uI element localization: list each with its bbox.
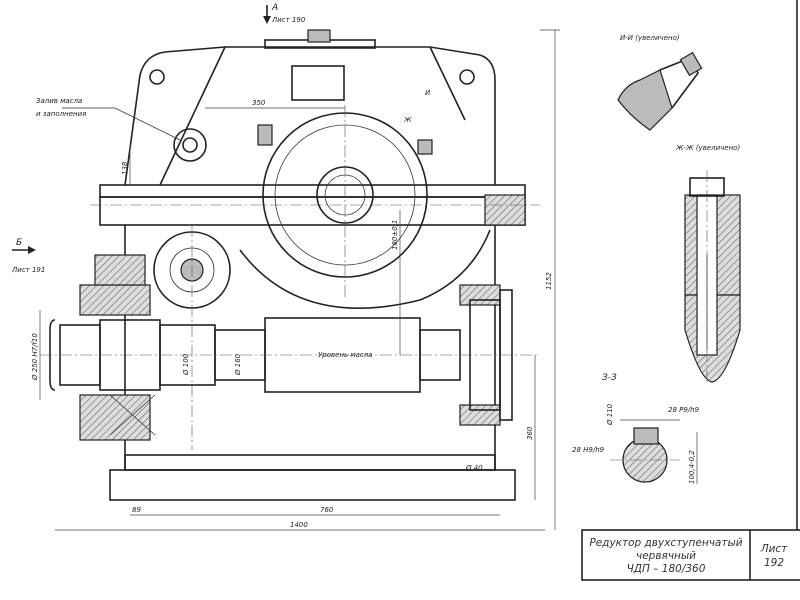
title-name-3: ЧДП – 180/360 bbox=[627, 563, 706, 575]
dim-250: Ø 250 H7/f10 bbox=[31, 333, 39, 381]
oil-fill-label-2: и заполнения bbox=[36, 110, 86, 118]
title-name-2: червячный bbox=[636, 550, 696, 562]
housing-lower bbox=[79, 225, 516, 501]
sheet-label: Лист bbox=[760, 543, 788, 555]
dim-key-depth: Ø 110 bbox=[606, 403, 614, 426]
sheet-number: 192 bbox=[764, 557, 784, 569]
housing-upper bbox=[124, 29, 496, 186]
dim-100: Ø 100 bbox=[182, 353, 190, 376]
view-b-sheet: Лист 191 bbox=[11, 266, 45, 274]
worm-wheel bbox=[239, 105, 491, 309]
dim-1152: 1152 bbox=[545, 272, 553, 290]
dim-360: 360 bbox=[526, 426, 534, 440]
dimension-lines bbox=[39, 29, 560, 531]
view-b-label: Б bbox=[16, 238, 22, 248]
detail-section-zh bbox=[684, 170, 741, 385]
dim-shaft-depth: 100,4-0,2 bbox=[688, 450, 696, 484]
dim-key-fit: 28 H9/h9 bbox=[572, 446, 605, 454]
small-gear bbox=[153, 225, 231, 450]
oil-fill-label-1: Залив масла bbox=[36, 97, 82, 105]
section-i-title: И-И (увеличено) bbox=[620, 34, 680, 42]
title-name-1: Редуктор двухступенчатый bbox=[589, 537, 742, 549]
dim-138: 138 bbox=[121, 161, 129, 175]
oil-level-label: Уровень масла bbox=[318, 351, 373, 359]
housing-flange bbox=[90, 184, 540, 226]
dim-40: Ø 40 bbox=[465, 464, 483, 472]
view-a-label: А bbox=[271, 3, 278, 13]
section-z-title: З-З bbox=[602, 373, 617, 383]
detail-section-z bbox=[610, 419, 698, 484]
dim-1400: 1400 bbox=[290, 521, 308, 529]
dim-760: 760 bbox=[320, 506, 334, 514]
mark-i: И bbox=[425, 89, 431, 97]
dim-180: 180±0,1 bbox=[391, 220, 399, 250]
view-a-sheet: Лист 190 bbox=[271, 16, 306, 24]
dim-350: 350 bbox=[252, 99, 266, 107]
detail-section-i bbox=[617, 51, 703, 131]
worm-shaft bbox=[40, 289, 540, 436]
mark-zh: Ж bbox=[403, 116, 412, 124]
dim-key-width: 28 P9/h9 bbox=[668, 406, 700, 414]
section-zh-title: Ж-Ж (увеличено) bbox=[675, 144, 740, 152]
dim-160: Ø 160 bbox=[234, 353, 242, 376]
dim-89: 89 bbox=[132, 506, 141, 514]
title-block bbox=[581, 0, 800, 581]
